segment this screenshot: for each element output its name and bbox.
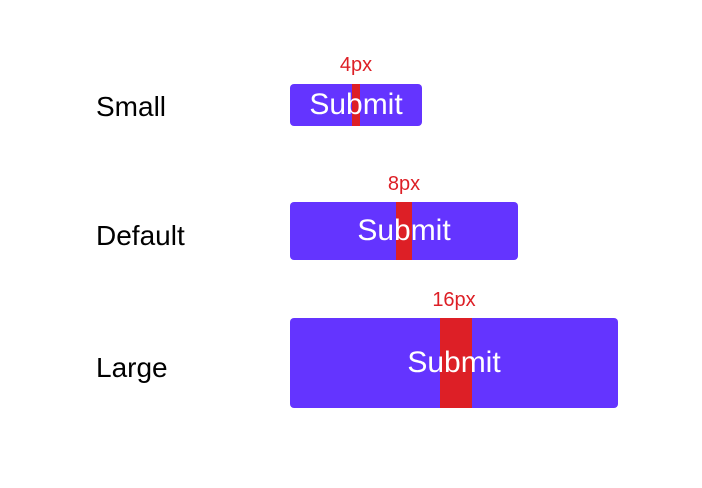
size-label-large: Large <box>96 352 168 383</box>
submit-button-small[interactable]: Submit <box>290 84 422 126</box>
spacing-marker-small <box>352 84 360 126</box>
submit-button-small-label: Submit <box>309 88 403 121</box>
submit-button-default-label: Submit <box>357 214 451 247</box>
size-label-small: Small <box>96 91 167 122</box>
submit-button-large-label: Submit <box>407 346 501 379</box>
spacing-annotation-small: 4px <box>339 54 373 76</box>
spacing-marker-default <box>396 202 412 260</box>
submit-button-large[interactable]: Submit <box>290 318 618 408</box>
spacing-annotation-default: 8px <box>387 173 421 195</box>
submit-button-default[interactable]: Submit <box>290 202 518 260</box>
spacing-marker-large <box>440 318 472 408</box>
spacing-annotation-large: 16px <box>432 289 476 311</box>
size-label-default: Default <box>96 220 185 251</box>
